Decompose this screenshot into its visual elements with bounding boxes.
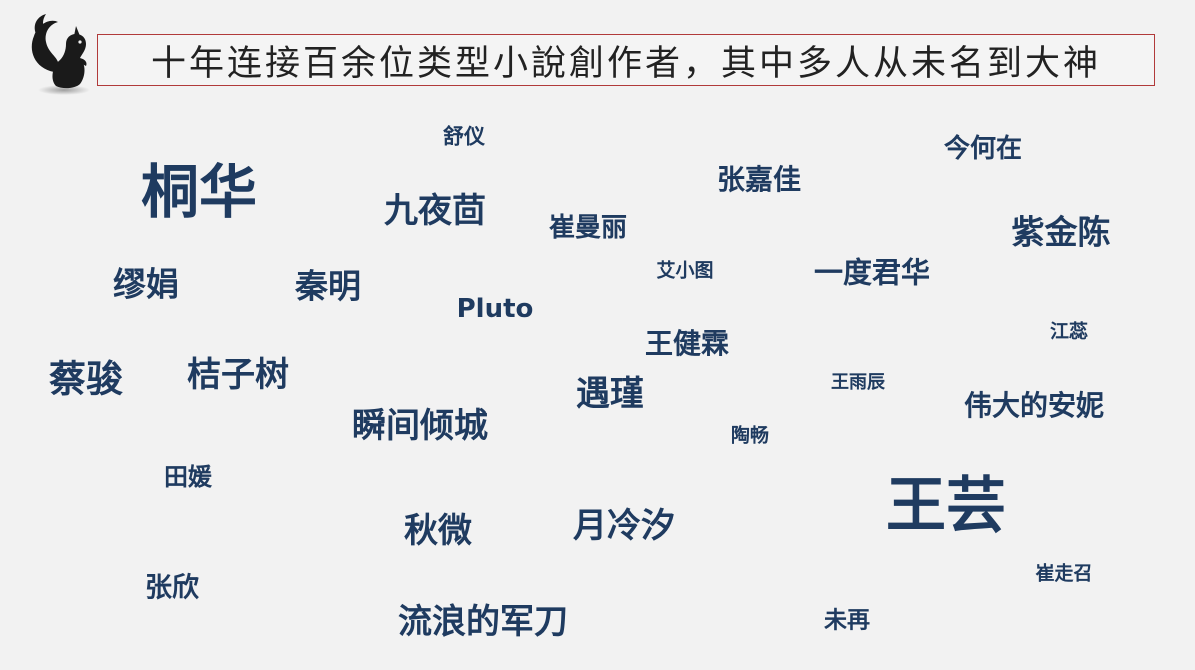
author-name: 秦明 bbox=[295, 266, 361, 306]
author-name: 今何在 bbox=[943, 134, 1023, 164]
author-name: 遇瑾 bbox=[576, 374, 644, 414]
squirrel-icon bbox=[31, 14, 90, 95]
author-name: 月冷汐 bbox=[573, 506, 675, 546]
author-name: Pluto bbox=[456, 294, 534, 324]
author-name: 九夜茴 bbox=[384, 191, 486, 231]
author-name: 张嘉佳 bbox=[716, 163, 802, 196]
author-name: 紫金陈 bbox=[1011, 212, 1111, 252]
author-name: 张欣 bbox=[145, 572, 199, 604]
author-name: 陶畅 bbox=[730, 424, 770, 447]
author-name: 桔子树 bbox=[187, 355, 289, 395]
author-name: 瞬间倾城 bbox=[352, 406, 488, 446]
author-name: 伟大的安妮 bbox=[963, 389, 1105, 422]
author-name: 崔走召 bbox=[1035, 562, 1093, 585]
author-name: 王健霖 bbox=[644, 327, 730, 360]
slide-title: 十年连接百余位类型小說創作者，其中多人从未名到大神 bbox=[150, 43, 1101, 84]
author-name: 江蕊 bbox=[1049, 320, 1089, 343]
author-name: 桐华 bbox=[140, 158, 258, 226]
author-name: 王芸 bbox=[886, 471, 1006, 541]
author-name: 未再 bbox=[824, 607, 870, 634]
author-name: 王雨辰 bbox=[831, 372, 885, 393]
author-name: 蔡骏 bbox=[49, 357, 123, 401]
author-name: 田媛 bbox=[164, 463, 212, 491]
author-name: 缪娟 bbox=[113, 264, 179, 304]
author-name: 崔曼丽 bbox=[548, 213, 628, 243]
author-name: 一度君华 bbox=[813, 255, 931, 290]
title-box: 十年连接百余位类型小說創作者，其中多人从未名到大神 bbox=[97, 34, 1155, 86]
author-name: 流浪的军刀 bbox=[398, 602, 568, 642]
author-name: 艾小图 bbox=[656, 259, 714, 282]
author-name: 舒仪 bbox=[443, 124, 485, 149]
author-name: 秋微 bbox=[404, 511, 472, 551]
